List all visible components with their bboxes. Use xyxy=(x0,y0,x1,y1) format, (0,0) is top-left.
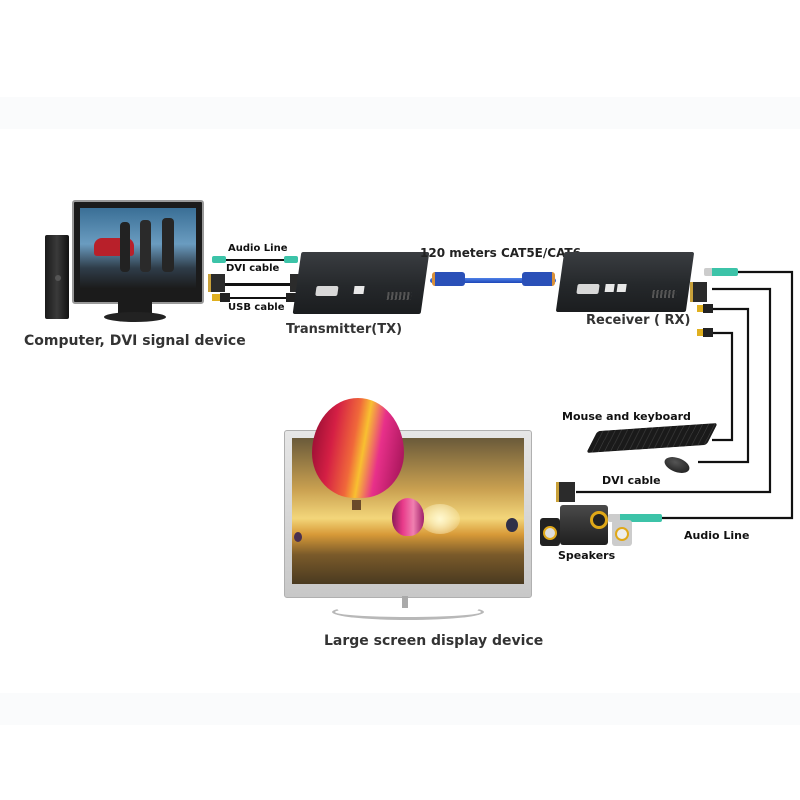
audio-plug-icon xyxy=(608,514,662,522)
background-band-top xyxy=(0,97,800,129)
usb-plug-icon xyxy=(703,304,713,313)
rj45-connector-icon xyxy=(432,272,465,286)
tx-audio-line-label: Audio Line xyxy=(228,243,288,254)
audio-plug-icon xyxy=(212,256,226,263)
speaker-left-icon xyxy=(540,518,560,546)
display-base-icon xyxy=(332,604,484,620)
source-label: Computer, DVI signal device xyxy=(24,333,246,349)
display-stand-icon xyxy=(402,596,408,608)
rx-audio-cable xyxy=(650,270,794,520)
audio-plug-icon xyxy=(704,268,738,276)
tx-usb-cable-label: USB cable xyxy=(228,302,285,313)
usb-plug-icon xyxy=(212,294,220,301)
large-balloon-icon xyxy=(312,398,404,498)
monitor-base-icon xyxy=(104,312,166,322)
tiny-balloon-icon xyxy=(506,518,518,532)
receiver-label: Receiver ( RX) xyxy=(586,313,691,328)
rx-usb-cable-mouse xyxy=(712,331,734,442)
subwoofer-icon xyxy=(560,505,608,545)
dvi-plug-icon xyxy=(208,274,225,292)
display-label: Large screen display device xyxy=(324,633,544,649)
cat-cable xyxy=(430,278,556,283)
speaker-right-icon xyxy=(612,520,632,546)
tx-dvi-cable xyxy=(220,283,292,286)
rj45-connector-icon xyxy=(522,272,555,286)
tx-dvi-cable-label: DVI cable xyxy=(226,263,280,274)
speakers-label: Speakers xyxy=(558,549,616,562)
rx-dvi-cable xyxy=(576,287,772,494)
usb-plug-icon xyxy=(220,293,230,302)
usb-plug-icon xyxy=(703,328,713,337)
large-display-icon xyxy=(284,430,532,598)
audio-plug-icon xyxy=(284,256,298,263)
monitor-stand-icon xyxy=(118,300,152,314)
rx-usb-cable-keyboard xyxy=(698,307,750,464)
tx-audio-cable xyxy=(212,259,298,261)
cat-link-label: 120 meters CAT5E/CAT6 xyxy=(420,246,581,260)
dvi-plug-icon xyxy=(556,482,575,502)
monitor-icon xyxy=(72,200,204,304)
mouse-keyboard-label: Mouse and keyboard xyxy=(562,410,691,423)
sun-glow xyxy=(420,504,460,534)
small-balloon-icon xyxy=(392,498,424,536)
dvi-plug-icon xyxy=(690,282,707,302)
pc-tower-icon xyxy=(45,235,69,319)
background-band-bottom xyxy=(0,693,800,725)
balloon-basket-icon xyxy=(352,500,361,510)
rx-dvi-cable-label: DVI cable xyxy=(602,474,661,487)
rx-audio-line-label: Audio Line xyxy=(684,529,750,542)
tx-usb-cable xyxy=(222,297,294,299)
tiny-balloon-icon xyxy=(294,532,302,542)
transmitter-label: Transmitter(TX) xyxy=(286,322,403,337)
monitor-screen xyxy=(80,208,196,288)
usb-plug-icon xyxy=(697,329,703,336)
usb-plug-icon xyxy=(286,293,298,302)
usb-plug-icon xyxy=(697,305,703,312)
